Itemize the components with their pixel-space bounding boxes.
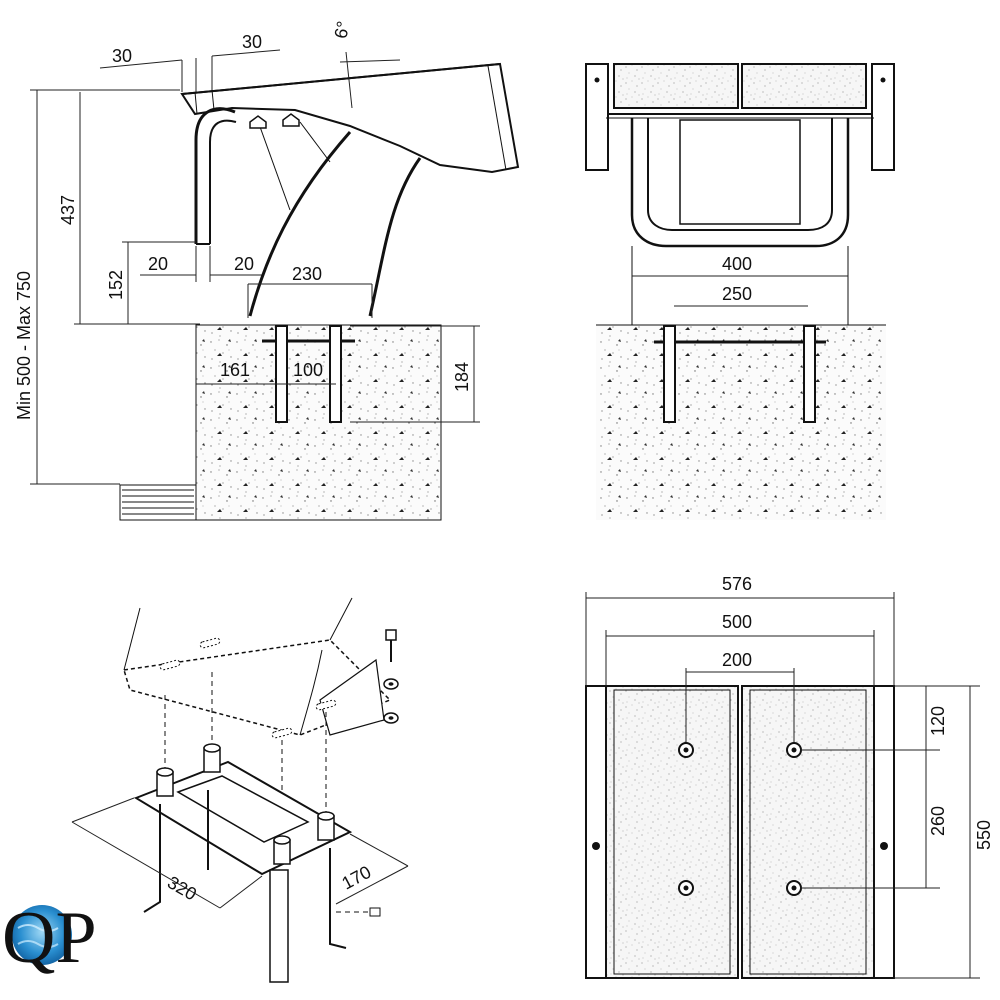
dim-500: 500 [722,612,752,632]
tread-top-left [605,685,739,979]
dim-260: 260 [928,806,948,836]
dim-250: 250 [722,284,752,304]
dim-height-range: Min 500 - Max 750 [14,271,34,420]
dim-320: 320 [164,872,200,904]
side-rail-top-left [585,685,607,979]
logo-text: QP [2,897,97,979]
front-view: 400 250 [585,63,895,520]
tread-front-left [613,63,739,109]
dim-230: 230 [292,264,322,284]
side-view: 30 30 6° Min 500 - Max 750 437 152 20 20… [14,19,520,521]
dim-120: 120 [928,706,948,736]
concrete-base-front [596,325,886,520]
qp-logo: QP [2,897,97,979]
top-view: 576 500 200 120 260 550 [585,574,994,979]
u-frame-inner [647,118,833,231]
dim-550: 550 [974,820,994,850]
side-rail-right [871,63,895,171]
dim-30-right: 30 [242,32,262,52]
bolt-and-washers [383,629,399,724]
fixing-2 [282,113,300,127]
exploded-view: 320 170 [71,597,409,983]
dim-576: 576 [722,574,752,594]
side-rail-top-right [873,685,895,979]
anchor-studs [156,743,335,865]
dim-161: 161 [220,360,250,380]
tread-front-right [741,63,867,109]
fixing-1 [249,115,267,129]
anchor-leg-side-2 [329,325,342,423]
dim-angle: 6° [331,19,354,40]
u-frame-outer [630,118,850,248]
dim-170: 170 [338,862,374,894]
dim-20-right: 20 [234,254,254,274]
wall-hatch [122,489,194,515]
dim-437: 437 [58,195,78,225]
anchor-leg-side-1 [275,325,288,423]
pedestal-front-curve [248,131,352,317]
tread-top-right [741,685,875,979]
dim-20-left: 20 [148,254,168,274]
pedestal-rear-curve [368,157,422,317]
dim-152: 152 [106,270,126,300]
dim-100: 100 [293,360,323,380]
logo-water-icon [12,905,72,965]
dim-200: 200 [722,650,752,670]
dim-30-left: 30 [112,46,132,66]
tread-plank-side [180,62,520,174]
dim-184: 184 [452,362,472,392]
anchor-leg-front-1 [663,325,676,423]
dim-400: 400 [722,254,752,274]
side-rail-left [585,63,609,171]
handle-loop-side [194,107,236,244]
anchor-leg-front-2 [803,325,816,423]
